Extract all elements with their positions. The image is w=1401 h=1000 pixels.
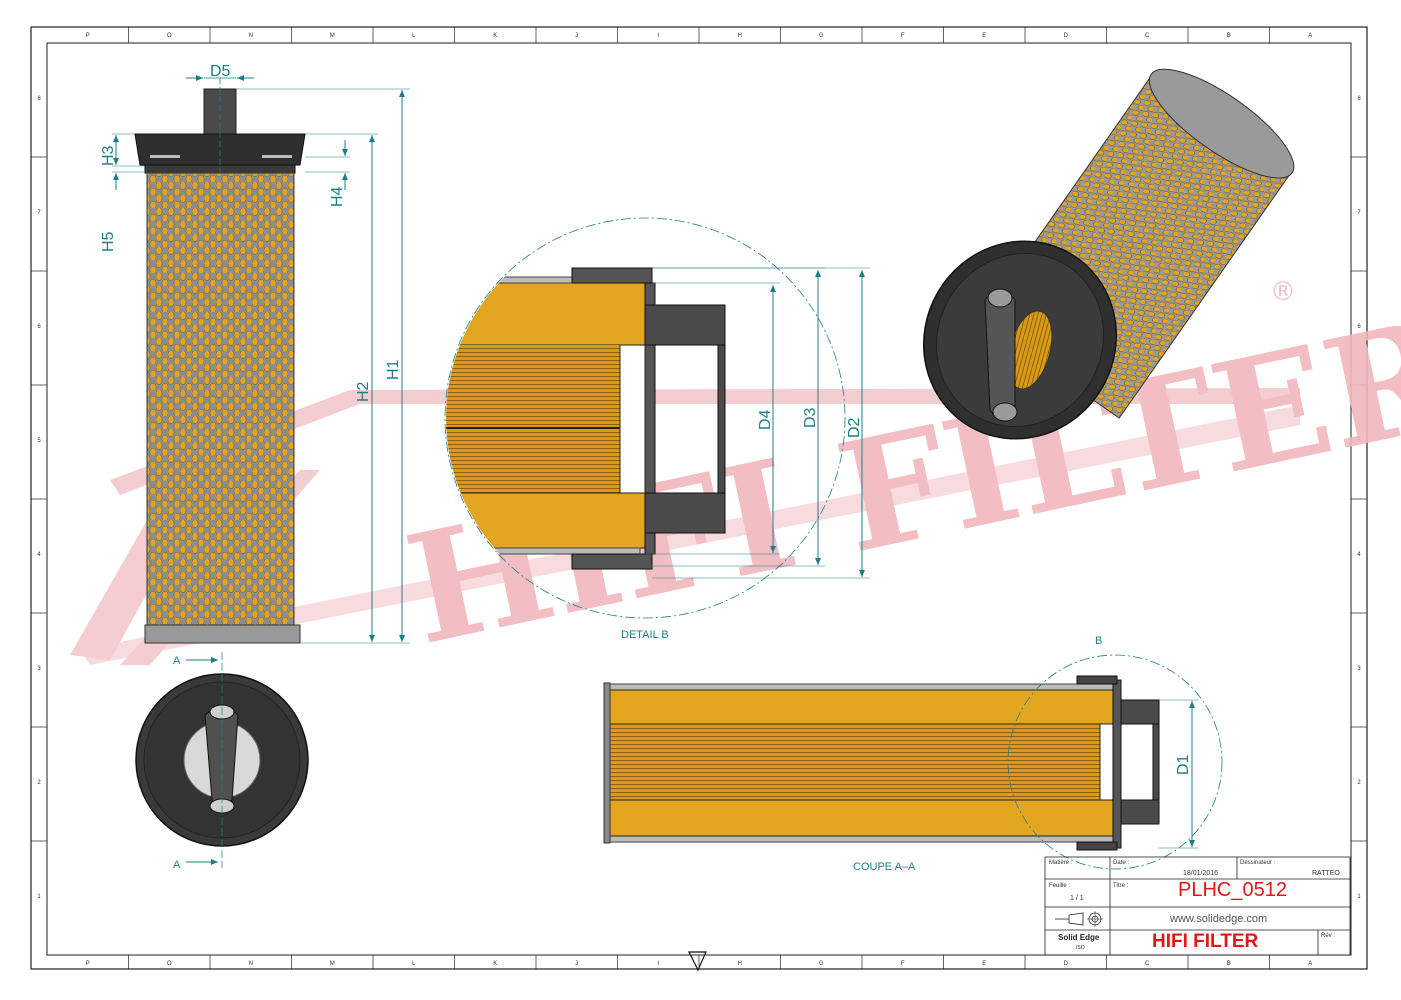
- zone-label-top: L: [412, 33, 416, 39]
- projection-symbol: [688, 951, 707, 972]
- zone-label-bottom: O: [167, 961, 172, 967]
- rev-label: Rév :: [1321, 933, 1336, 939]
- zone-label-top: F: [901, 33, 905, 39]
- title-block-grid: [1044, 856, 1351, 956]
- dim-d2: D2: [846, 417, 863, 438]
- software-label: Solid Edge: [1058, 933, 1100, 942]
- date-label: Date :: [1113, 860, 1130, 866]
- zone-label-right: 5: [1357, 438, 1361, 444]
- zone-label-left: 6: [37, 324, 41, 330]
- zone-label-top: M: [330, 33, 335, 39]
- zone-label-left: 5: [37, 438, 41, 444]
- zone-label-top: B: [1227, 33, 1231, 39]
- watermark-registered-mark: ®: [1270, 277, 1296, 307]
- zone-label-bottom: H: [738, 961, 742, 967]
- zone-label-right: 6: [1357, 324, 1361, 330]
- zone-label-bottom: E: [982, 961, 986, 967]
- zone-label-bottom: F: [901, 961, 905, 967]
- zone-label-top: D: [1064, 33, 1069, 39]
- front-dimensions: D5 H3 H5 H4 H2 H1: [100, 63, 410, 644]
- zone-label-bottom: C: [1145, 961, 1150, 967]
- zone-label-left: 4: [37, 552, 41, 558]
- feuille-value: 1 / 1: [1070, 895, 1084, 902]
- dim-d4: D4: [757, 409, 774, 430]
- dim-d5: D5: [210, 63, 231, 80]
- zone-label-bottom: B: [1227, 961, 1231, 967]
- zone-label-bottom: D: [1064, 961, 1069, 967]
- zone-label-top: K: [493, 33, 497, 39]
- zone-label-bottom: M: [330, 961, 335, 967]
- software-sub: ISO: [1076, 945, 1085, 951]
- zone-label-right: 7: [1357, 210, 1361, 216]
- zone-label-left: 1: [37, 894, 41, 900]
- zone-label-right: 4: [1357, 552, 1361, 558]
- zone-label-right: 2: [1357, 780, 1361, 786]
- dim-h4: H4: [329, 186, 346, 207]
- zone-label-right: 3: [1357, 666, 1361, 672]
- detail-b: D2 D3 D4 DETAIL B: [444, 217, 870, 641]
- zone-label-top: O: [167, 33, 172, 39]
- zone-label-left: 7: [37, 210, 41, 216]
- zone-label-left: 3: [37, 666, 41, 672]
- zone-label-left: 2: [37, 780, 41, 786]
- dim-h2: H2: [355, 381, 372, 402]
- zone-label-top: N: [249, 33, 253, 39]
- section-marker-top: A: [173, 655, 181, 667]
- zone-label-bottom: I: [657, 961, 659, 967]
- zone-label-bottom: P: [86, 961, 90, 967]
- zone-label-right: 8: [1357, 96, 1361, 102]
- zone-label-bottom: L: [412, 961, 416, 967]
- isometric-view: [922, 68, 1295, 440]
- zone-label-bottom: J: [575, 961, 578, 967]
- website-text: www.solidedge.com: [1170, 913, 1268, 925]
- zone-label-right: 1: [1357, 894, 1361, 900]
- detail-caption: DETAIL B: [621, 629, 669, 641]
- zone-label-top: I: [657, 33, 659, 39]
- detail-marker: B: [1095, 635, 1102, 647]
- zone-label-bottom: A: [1308, 961, 1312, 967]
- dim-h3: H3: [100, 145, 117, 166]
- zone-label-top: J: [575, 33, 578, 39]
- zone-label-bottom: K: [493, 961, 497, 967]
- zone-label-bottom: G: [819, 961, 824, 967]
- zone-label-top: C: [1145, 33, 1150, 39]
- dim-d3: D3: [802, 407, 819, 428]
- drawer-value: RATTEO: [1312, 870, 1340, 877]
- section-a-a: B D1 COUPE A–A: [603, 635, 1223, 873]
- first-angle-projection-icon: [1055, 911, 1103, 927]
- date-value: 18/01/2016: [1183, 870, 1219, 877]
- section-caption: COUPE A–A: [853, 861, 916, 873]
- zone-label-top: E: [982, 33, 986, 39]
- front-view: [134, 78, 306, 644]
- dim-h1: H1: [385, 359, 402, 380]
- feuille-label: Feuille :: [1049, 883, 1071, 889]
- zone-label-top: H: [738, 33, 742, 39]
- brand-name: HIFI FILTER: [1152, 931, 1259, 952]
- titre-label: Titre :: [1113, 883, 1129, 889]
- zone-ticks: [31, 27, 1367, 969]
- zone-label-left: 8: [37, 96, 41, 102]
- zone-label-bottom: N: [249, 961, 253, 967]
- drawing-title: PLHC_0512: [1178, 879, 1287, 901]
- drawer-label: Dessinateur :: [1240, 860, 1276, 866]
- zone-label-top: G: [819, 33, 824, 39]
- zone-label-top: A: [1308, 33, 1312, 39]
- zone-labels: P P O O N N M M L L K K J J I I H H G G F F E E D D C C B B A A 8 8 7 7 6 6 5 5…: [37, 33, 1361, 967]
- matiere-label: Matière :: [1049, 860, 1073, 866]
- dim-d1: D1: [1175, 754, 1192, 775]
- zone-label-top: P: [86, 33, 90, 39]
- dim-h5: H5: [100, 231, 117, 252]
- section-marker-bottom: A: [173, 859, 181, 871]
- top-view: A A: [135, 652, 309, 871]
